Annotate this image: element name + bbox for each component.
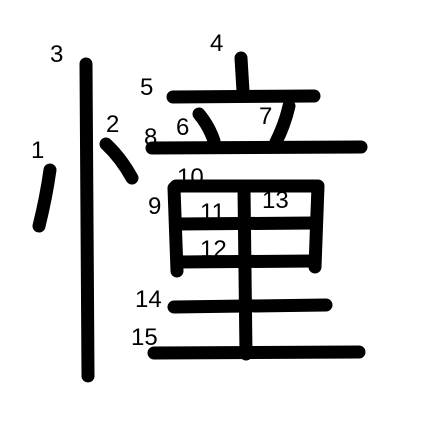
stroke-5 (166, 89, 321, 104)
stroke-number-10: 10 (177, 164, 204, 191)
stroke-14 (167, 298, 333, 314)
stroke-number-12: 12 (200, 236, 227, 263)
stroke-number-14: 14 (135, 286, 162, 313)
stroke-15 (147, 345, 366, 360)
stroke-number-1: 1 (31, 137, 44, 164)
stroke-number-13: 13 (262, 187, 289, 214)
stroke-10 (169, 179, 325, 274)
stroke-number-8: 8 (144, 124, 157, 151)
stroke-number-2: 2 (106, 111, 119, 138)
stroke-1 (32, 163, 57, 233)
stroke-8 (145, 140, 368, 155)
stroke-number-15: 15 (131, 324, 158, 351)
stroke-6 (192, 107, 221, 148)
stroke-2 (99, 137, 139, 185)
stroke-13 (237, 182, 253, 361)
stroke-number-labels: 1 2 3 4 5 6 7 8 9 10 11 12 13 14 15 (31, 30, 289, 351)
stroke-number-5: 5 (140, 74, 153, 101)
stroke-number-7: 7 (259, 103, 272, 130)
stroke-number-6: 6 (176, 114, 189, 141)
stroke-number-4: 4 (210, 30, 223, 57)
stroke-3 (79, 57, 95, 383)
stroke-number-9: 9 (148, 193, 161, 220)
stroke-7 (269, 99, 296, 149)
stroke-4 (234, 51, 250, 98)
stroke-number-11: 11 (200, 199, 225, 226)
kanji-strokes (32, 51, 368, 383)
stroke-number-3: 3 (50, 41, 63, 68)
